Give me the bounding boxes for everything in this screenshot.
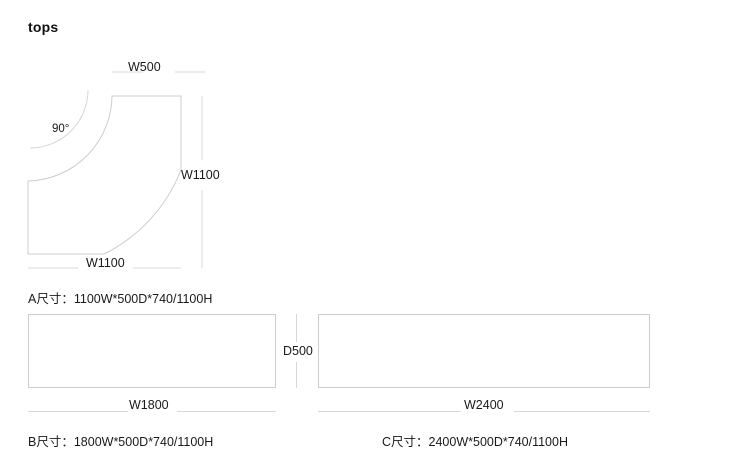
figure-a-drawing: W500 W1100 W1100 90° — [0, 50, 270, 280]
dim-label-c-bottom: W2400 — [464, 398, 504, 412]
worktop-outline-a — [27, 95, 182, 255]
caption-a: A尺寸：1100W*500D*740/1100H — [28, 292, 213, 306]
worktop-rect-c — [318, 314, 650, 388]
angle-arc-indicator — [29, 89, 89, 149]
dimline-depth-upper — [296, 314, 297, 342]
caption-b: B尺寸：1800W*500D*740/1100H — [28, 435, 214, 449]
dim-label-b-bottom: W1800 — [129, 398, 169, 412]
dim-label-depth: D500 — [283, 344, 313, 358]
dimline-b-bottom-right — [177, 411, 276, 412]
caption-c: C尺寸：2400W*500D*740/1100H — [382, 435, 568, 449]
dimline-b-bottom-left — [28, 411, 128, 412]
page-title: tops — [28, 19, 59, 35]
dim-label-a-bottom: W1100 — [86, 256, 125, 270]
dimline-depth-lower — [296, 362, 297, 388]
worktop-rect-b — [28, 314, 276, 388]
dimline-c-bottom-left — [318, 411, 461, 412]
dim-label-a-right: W1100 — [181, 168, 220, 182]
dimline-c-bottom-right — [514, 411, 650, 412]
dim-label-a-top: W500 — [128, 60, 161, 74]
figure-a-svg — [27, 71, 205, 269]
dim-label-a-angle: 90° — [52, 123, 70, 135]
